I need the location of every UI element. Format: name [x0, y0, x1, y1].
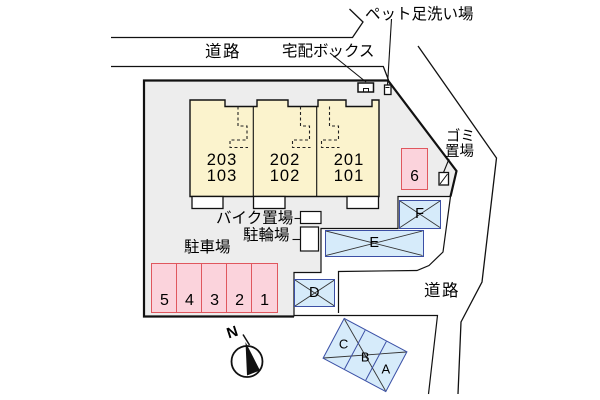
parking-stall-1: 1	[251, 263, 279, 313]
unit-upper: 202	[269, 151, 301, 169]
stall-number: 4	[185, 292, 194, 309]
porch-unit201	[346, 195, 380, 210]
bike-parking-label: バイク置場	[216, 210, 294, 227]
road-right-inner-line	[337, 196, 452, 313]
x-mark	[326, 231, 423, 256]
road-label-right: 道路	[424, 281, 460, 300]
space-letter: D	[309, 284, 320, 301]
compass-tick	[242, 334, 251, 346]
unit-label-202-102: 202 102	[254, 151, 316, 185]
parking-stall-4: 4	[176, 263, 203, 313]
unit-label-203-103: 203 103	[191, 151, 253, 185]
stairs-dashed-unit203	[229, 106, 248, 149]
bicycle-parking-box	[299, 226, 320, 252]
garbage-label-line2: 置場	[445, 143, 474, 160]
stairs-dashed-unit202	[291, 106, 311, 149]
space-letter-c: C	[338, 336, 349, 352]
stall-number: 3	[210, 292, 219, 309]
bicycle-parking-label: 駐輪場	[243, 226, 290, 244]
compass-needle	[245, 342, 260, 376]
delivery-box-label: 宅配ボックス	[282, 42, 375, 60]
space-letter-a: A	[381, 361, 390, 377]
space-e: E	[325, 230, 424, 257]
stall-number: 6	[410, 168, 419, 185]
leader-delivery-box	[329, 52, 367, 83]
space-block-cba: C B A	[322, 317, 408, 393]
unit-lower: 101	[333, 167, 365, 185]
space-letter-b: B	[360, 349, 370, 365]
delivery-box-slot	[363, 88, 369, 93]
bike-parking-box	[299, 210, 322, 225]
stall-number: 1	[260, 292, 270, 309]
parking-stall-6: 6	[401, 148, 428, 190]
garbage-label-line1: ゴミ	[446, 128, 475, 145]
space-f: F	[398, 200, 441, 229]
parking-stall-5: 5	[151, 263, 178, 313]
leader-pet-wash	[386, 18, 393, 86]
site-outline	[142, 79, 458, 318]
porch-unit202	[252, 195, 286, 210]
x-mark	[294, 279, 334, 306]
space-d: D	[293, 278, 335, 307]
stairs-dashed-unit201	[320, 106, 340, 149]
space-letter: F	[415, 206, 424, 223]
road-label-top: 道路	[205, 42, 241, 61]
car-parking-label: 駐車場	[184, 239, 231, 256]
leader-garbage	[442, 158, 450, 173]
unit-lower: 103	[206, 167, 238, 185]
site-step-edge	[293, 195, 451, 317]
pet-wash-station	[383, 84, 392, 96]
parking-stall-2: 2	[226, 263, 253, 313]
unit-lower: 102	[269, 167, 301, 185]
garbage-box-mark	[439, 173, 448, 185]
parking-stall-3: 3	[201, 263, 228, 313]
road-top-upper-line	[111, 8, 364, 39]
road-right-outer-line	[417, 45, 498, 395]
road-bottom-line	[294, 314, 439, 395]
parking-stall-row: 5 4 3 2 1	[151, 263, 279, 313]
road-top-lower-line	[111, 65, 390, 81]
pet-wash-label: ペット足洗い場	[365, 5, 474, 23]
x-mark	[323, 319, 407, 391]
space-letter: E	[369, 235, 380, 252]
x-mark	[399, 201, 440, 228]
stall-number: 2	[235, 292, 245, 309]
unit-upper: 201	[333, 151, 365, 169]
delivery-box	[357, 82, 375, 93]
porch-unit203	[191, 195, 224, 210]
building-footprint	[189, 99, 380, 198]
unit-upper: 203	[206, 151, 238, 169]
unit-label-201-101: 201 101	[318, 151, 380, 185]
stall-number: 5	[159, 292, 169, 309]
